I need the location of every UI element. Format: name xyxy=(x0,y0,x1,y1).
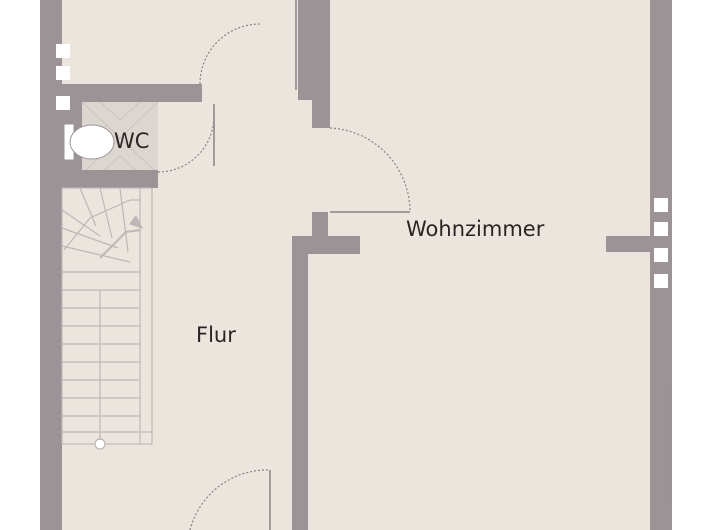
staircase-icon xyxy=(61,187,153,450)
door-swing-icon xyxy=(157,23,411,530)
illustration-credit: Illustration©immoGrafik xyxy=(662,381,674,504)
window-right xyxy=(654,198,668,288)
door-leaves xyxy=(213,0,410,530)
toilet-icon xyxy=(63,123,115,161)
walls xyxy=(40,0,672,530)
room-label-wc: WC xyxy=(114,129,150,153)
room-label-wohnzimmer: Wohnzimmer xyxy=(406,217,545,241)
room-label-flur: Flur xyxy=(196,323,236,347)
window-left xyxy=(56,44,70,110)
